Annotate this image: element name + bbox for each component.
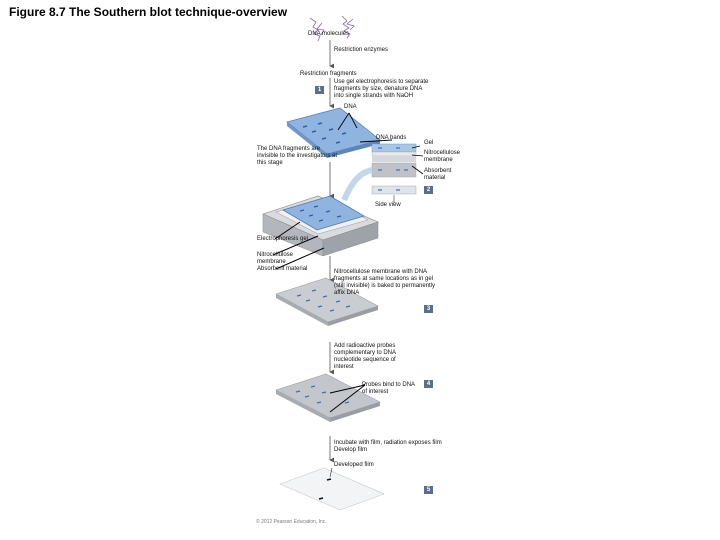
label-probes-bind: Probes bind to DNA of interest [362, 382, 415, 395]
copyright-text: © 2012 Pearson Education, Inc. [256, 519, 327, 525]
probed-membrane [275, 373, 381, 422]
blotting-apparatus [262, 195, 379, 257]
label-nitrocellulose-left: Nitrocellulose membrane [257, 252, 294, 265]
step-1-badge: 1 [315, 86, 324, 94]
label-dna-molecules: DNA molecules [308, 31, 350, 37]
zoom-arrow [341, 167, 373, 202]
label-restriction-enzymes: Restriction enzymes [334, 47, 389, 53]
label-gel: Gel [424, 140, 434, 146]
label-step5-text: Incubate with film, radiation exposes fi… [334, 440, 442, 453]
label-absorbent-left: Absorbent material [257, 266, 308, 272]
label-dna: DNA [344, 104, 357, 110]
figure-title: Figure 8.7 The Southern blot technique-o… [9, 5, 288, 19]
dna-molecules-icon [309, 15, 355, 42]
developed-film [279, 467, 385, 511]
electrophoresis-gel-slab [286, 107, 381, 158]
step-5-badge: 5 [424, 486, 433, 494]
side-view-stack [371, 143, 417, 195]
step-2-badge: 2 [424, 186, 433, 194]
label-nitrocellulose-right: Nitrocellulose membrane [424, 150, 461, 163]
baked-membrane [275, 277, 379, 326]
label-step4-text: Add radioactive probes complementary to … [334, 343, 396, 370]
label-step1-text: Use gel electrophoresis to separate frag… [334, 79, 429, 99]
label-restriction-fragments: Restriction fragments [300, 71, 357, 77]
label-dna-bands: DNA bands [376, 135, 407, 141]
label-absorbent-right: Absorbent material [424, 168, 452, 181]
label-electrophoresis-gel: Electrophoresis gel [257, 236, 309, 242]
step-4-badge: 4 [424, 380, 433, 388]
step-3-badge: 3 [424, 305, 433, 313]
label-invisible-note: The DNA fragments are invisible to the i… [257, 146, 338, 166]
label-developed-film: Developed film [334, 462, 374, 468]
label-side-view: Side view [375, 202, 401, 208]
label-step3-text: Nitrocellulose membrane with DNA fragmen… [334, 269, 436, 296]
